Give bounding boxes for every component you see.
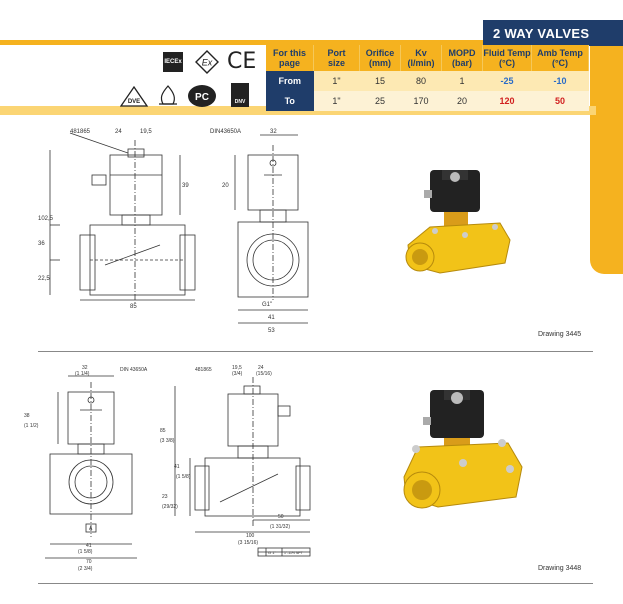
dim-label: 23: [162, 494, 168, 500]
dim-label: A: [89, 526, 93, 532]
dim-label: 85: [130, 304, 137, 310]
dim-label: 481865: [70, 129, 91, 135]
gost-label: PC: [195, 92, 209, 103]
separator: [38, 583, 593, 584]
dim-label: 38: [24, 413, 30, 419]
cell-mopd: 1: [441, 71, 483, 91]
ex-label: Ex: [202, 58, 213, 68]
certification-icons: IECEx Ex CE DVE PC DNV: [119, 49, 265, 110]
header-rule: [0, 40, 483, 45]
dim-label: DIN 43650A: [120, 367, 148, 373]
dim-label: 100: [246, 533, 255, 539]
dim-label: 53: [268, 328, 275, 334]
dnv-icon: DNV: [231, 83, 249, 107]
dim-label: (29/32): [162, 504, 178, 510]
dim-label: 41: [268, 315, 275, 321]
dim-label: (1 31/32): [270, 524, 290, 530]
dim-label: 481865: [195, 367, 212, 373]
dim-label: (15/16): [256, 371, 272, 377]
dim-label: 1"-11½ NPT: [284, 551, 304, 555]
cell-fluid-temp: 120: [482, 91, 532, 111]
dim-label: 19,5: [232, 365, 242, 371]
dim-label: (1 5/8): [78, 549, 93, 555]
dim-label: 36: [38, 241, 45, 247]
technical-drawing-top: 481865 24 19,5 DIN43650A 32 39 20 102,5 …: [38, 129, 309, 334]
dim-label: G 1": [268, 550, 276, 555]
cell-amb-temp: 50: [531, 91, 589, 111]
iecex-label: IECEx: [164, 59, 182, 65]
dim-label: 22,5: [38, 276, 50, 282]
col-header-kv: Kv(l/min): [400, 45, 442, 71]
iecex-icon: IECEx: [163, 52, 183, 72]
dim-label: 70: [86, 559, 92, 565]
cell-kv: 80: [400, 71, 442, 91]
table-row: To 1" 25 170 20 120 50: [266, 91, 589, 111]
col-header-mopd: MOPD(bar): [441, 45, 483, 71]
side-tab: [590, 46, 623, 274]
valve-render-top: [405, 170, 511, 274]
dim-label: 50: [278, 514, 284, 520]
drawing-caption: Drawing 3448: [538, 565, 582, 572]
dve-label: DVE: [128, 99, 140, 105]
technical-drawing-bottom: 32 (1 1/4) DIN 43650A 481865 19,5 (3/4) …: [24, 365, 311, 572]
drawing-caption: Drawing 3445: [538, 331, 582, 338]
cell-orifice: 25: [359, 91, 401, 111]
dim-label: 24: [115, 129, 122, 135]
dim-label: (1 5/8): [176, 474, 191, 480]
cell-port: 1": [313, 71, 360, 91]
col-header-amb-temp: Amb Temp(°C): [531, 45, 589, 71]
dim-label: (1 1/2): [24, 423, 39, 429]
section-title: 2 WAY VALVES: [483, 20, 623, 46]
dim-label: 24: [258, 365, 264, 371]
cell-amb-temp: -10: [531, 71, 589, 91]
dim-label: 32: [82, 365, 88, 371]
col-header-orifice: Orifice(mm): [359, 45, 401, 71]
dim-label: (3 3/8): [160, 438, 175, 444]
cell-mopd: 20: [441, 91, 483, 111]
cell-port: 1": [313, 91, 360, 111]
coil-outline: [109, 154, 163, 216]
cell-orifice: 15: [359, 71, 401, 91]
ex-icon: Ex: [195, 50, 219, 74]
dim-label: 102,5: [38, 216, 54, 222]
dim-label: (3 15/16): [238, 540, 258, 546]
dim-label: 41: [174, 464, 180, 470]
ce-icon: CE: [227, 49, 257, 74]
dim-label: (2 3/4): [78, 566, 93, 572]
row-label: To: [266, 91, 314, 111]
dim-label: DIN43650A: [210, 129, 241, 135]
dim-label: 20: [222, 183, 229, 189]
dim-label: (1 1/4): [75, 371, 90, 377]
dim-label: 39: [182, 183, 189, 189]
dim-label: G1": [262, 302, 272, 308]
dnv-label: DNV: [234, 99, 246, 105]
dim-label: 19,5: [140, 129, 152, 135]
dim-label: 32: [270, 129, 277, 135]
flame-icon: [157, 84, 179, 108]
dim-label: (3/4): [232, 371, 243, 377]
cell-fluid-temp: -25: [482, 71, 532, 91]
cell-kv: 170: [400, 91, 442, 111]
separator: [38, 351, 593, 352]
dve-icon: DVE: [119, 85, 149, 108]
valve-render-bottom: [403, 390, 523, 509]
row-label: From: [266, 71, 314, 91]
dim-label: 41: [86, 543, 92, 549]
table-row: From 1" 15 80 1 -25 -10: [266, 71, 589, 91]
gost-icon: PC: [187, 84, 217, 108]
col-header-fluid-temp: Fluid Temp(°C): [482, 45, 532, 71]
dim-label: 85: [160, 428, 166, 434]
